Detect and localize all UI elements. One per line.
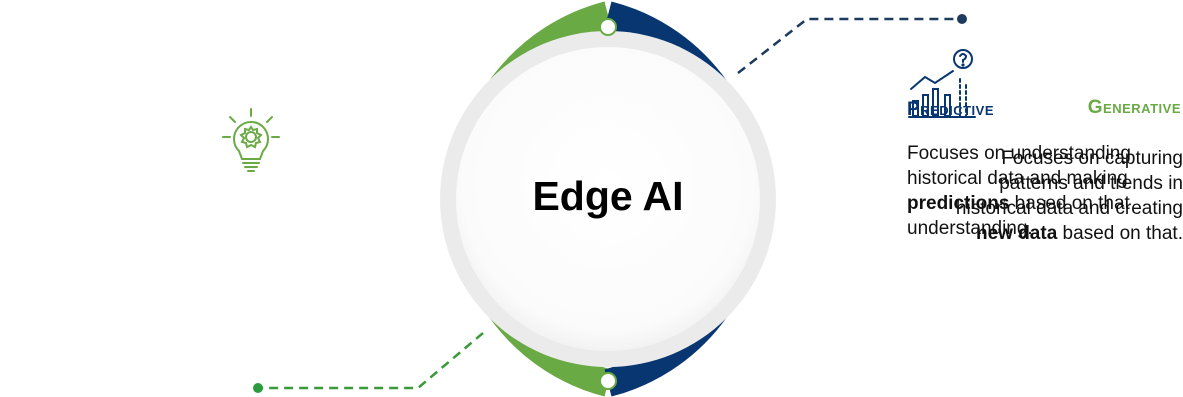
- predictive-desc-tail: based on that: [1009, 193, 1130, 214]
- generative-desc-line: patterns and trends in: [999, 173, 1183, 194]
- ring-inner-disc: [456, 47, 760, 351]
- generative-desc-line: new data based on that.: [883, 221, 1183, 246]
- predictive-desc-line: Focuses on understanding: [907, 143, 1131, 164]
- center-title: Edge AI: [532, 173, 684, 219]
- lightbulb-gear-icon: [220, 107, 290, 184]
- predictive-highlight: predictions: [907, 193, 1010, 214]
- generative-desc-tail: based on that.: [1057, 223, 1183, 244]
- ring-bottom-joint: [599, 372, 617, 390]
- predictive-desc-line: historical data and making: [907, 168, 1128, 189]
- predictive-connector-dot: [957, 14, 967, 24]
- generative-title: Generative: [1087, 97, 1181, 118]
- generative-desc-line: Focuses on capturing: [1001, 148, 1183, 169]
- predictive-desc-line: predictions based on that: [907, 191, 1183, 216]
- predictive-desc-line: understanding.: [907, 218, 1033, 239]
- ring-top-joint: [599, 18, 617, 36]
- chart-question-icon: [907, 47, 979, 126]
- generative-desc-line: historical data and creating: [955, 198, 1183, 219]
- generative-connector: [258, 332, 484, 390]
- predictive-title: Predictive: [907, 99, 995, 120]
- predictive-description: Focuses on understanding historical data…: [907, 141, 1183, 241]
- generative-highlight: new data: [975, 223, 1058, 244]
- generative-description: Focuses on capturing patterns and trends…: [883, 146, 1183, 246]
- generative-connector-dot: [253, 383, 263, 393]
